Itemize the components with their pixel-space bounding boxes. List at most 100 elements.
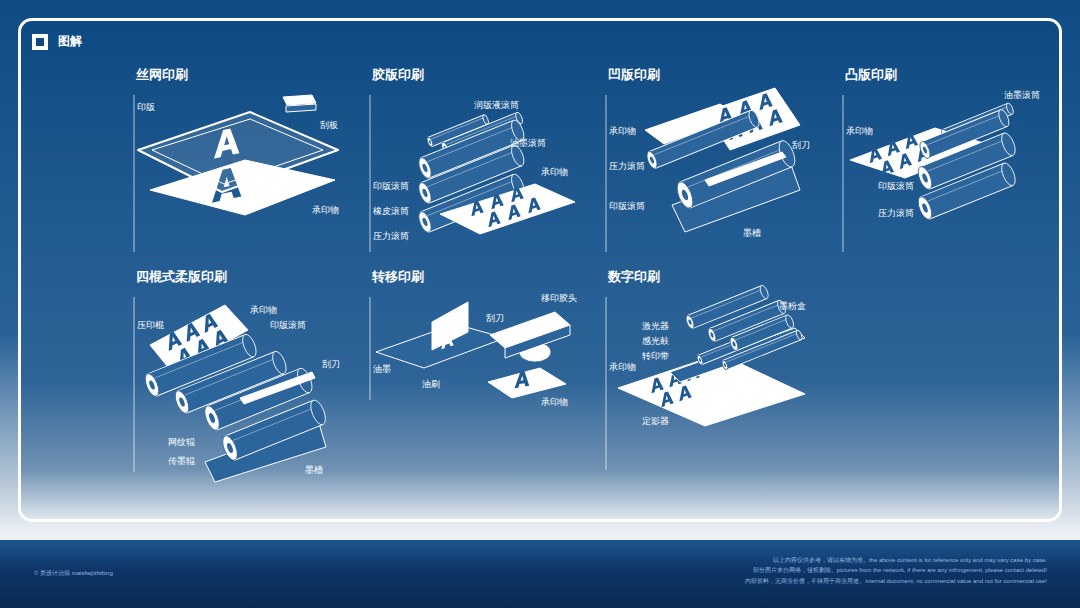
roller-back xyxy=(795,330,803,341)
letter-a-glyph xyxy=(678,384,692,401)
part-label: 压印棍 xyxy=(137,320,164,331)
roller-back xyxy=(270,350,289,376)
part-label: 印版滚筒 xyxy=(373,181,409,192)
roller-back xyxy=(759,284,770,299)
roller-back xyxy=(240,333,259,359)
letter-a-glyph xyxy=(886,139,900,157)
roller-end xyxy=(915,195,934,221)
part-label: 油墨滚筒 xyxy=(510,138,546,149)
section-heading: 数字印刷 xyxy=(608,269,660,285)
footer-note: © 美设计治病 maishejizhibing xyxy=(34,570,113,577)
roller-body xyxy=(687,286,766,329)
roller-axle xyxy=(178,397,186,408)
part-label: 刮刀 xyxy=(486,313,504,324)
part-label: 压力滚筒 xyxy=(373,231,409,242)
roller-end xyxy=(416,210,433,234)
letter-a-glyph xyxy=(201,311,218,332)
part-label: 刮板 xyxy=(320,120,338,131)
part-label: 激光器 xyxy=(642,321,669,332)
roller-back xyxy=(999,131,1018,157)
section-heading: 丝网印刷 xyxy=(136,67,188,83)
section-rules xyxy=(134,95,843,472)
letter-a-glyph xyxy=(768,108,783,127)
letter-a-glyph xyxy=(880,159,894,177)
letter-a-glyph xyxy=(183,320,200,341)
section-heading: 四棍式柔版印刷 xyxy=(136,269,227,285)
roller-back xyxy=(308,398,329,426)
part-label: 传墨辊 xyxy=(168,456,195,467)
footer-note: 以上内容仅供参考，请以实物为准。the above content is for… xyxy=(773,557,1047,564)
letter-a-glyph xyxy=(214,127,239,159)
roller-axle xyxy=(921,173,929,184)
part-label: 印版滚筒 xyxy=(609,201,645,212)
roller-back xyxy=(747,109,761,129)
part-label: 转印带 xyxy=(642,351,669,362)
screen-mesh xyxy=(152,119,323,184)
letter-a-glyph xyxy=(904,132,918,150)
section-heading: 凸版印刷 xyxy=(845,67,897,83)
roller-cylinder xyxy=(142,333,258,399)
roller-back xyxy=(997,108,1011,128)
roller-axle xyxy=(688,319,692,325)
roller-axle xyxy=(681,189,690,201)
roller-end xyxy=(202,404,223,432)
part-label: 油墨 xyxy=(373,364,391,375)
roller-axle xyxy=(422,217,429,227)
footer-band xyxy=(0,540,1080,608)
roller-axle xyxy=(732,341,736,347)
screen-frame xyxy=(138,112,338,192)
roller-axle xyxy=(226,442,234,453)
part-label: 印版 xyxy=(137,102,155,113)
roller-end xyxy=(645,150,659,170)
title-icon xyxy=(32,34,48,50)
roller-end xyxy=(706,327,717,342)
section-heading: 转移印刷 xyxy=(372,269,424,285)
section-heading: 胶版印刷 xyxy=(372,67,424,83)
part-label: 压力滚筒 xyxy=(609,161,645,172)
roller-axle xyxy=(922,146,928,154)
part-label: 油墨滚筒 xyxy=(1004,90,1040,101)
letter-a-glyph xyxy=(514,370,529,388)
title-icon-inner xyxy=(36,38,44,46)
part-label: 墨粉盒 xyxy=(779,301,806,312)
part-label: 承印物 xyxy=(250,305,277,316)
part-label: 承印物 xyxy=(846,126,873,137)
roller-axle xyxy=(208,412,216,423)
roller-axle xyxy=(148,380,156,391)
roller-end xyxy=(416,156,433,180)
roller-end xyxy=(172,389,191,415)
roller-axle xyxy=(710,332,714,338)
part-label: 承印物 xyxy=(541,397,568,408)
roller-back xyxy=(784,314,795,329)
roller-axle xyxy=(422,188,429,198)
roller-body xyxy=(680,141,792,208)
squeegee-blade xyxy=(283,95,316,105)
letter-a-glyph xyxy=(487,210,501,227)
section-rule xyxy=(370,95,371,252)
section-rule xyxy=(606,297,607,470)
roller-cylinder xyxy=(674,138,798,210)
part-label: 压力滚筒 xyxy=(878,208,914,219)
substrate-sheet xyxy=(488,368,566,398)
roller-axle xyxy=(422,163,429,173)
letter-a-glyph xyxy=(898,152,912,170)
part-label: 刮刀 xyxy=(322,359,340,370)
roller-axle xyxy=(921,203,929,214)
roller-axle xyxy=(428,140,431,144)
letter-a-glyph xyxy=(490,192,504,209)
doctor-blade xyxy=(432,302,468,350)
part-label: 移印胶头 xyxy=(541,293,577,304)
letter-a-glyph xyxy=(660,390,674,407)
letter-a-glyph xyxy=(868,146,882,164)
roller-end xyxy=(220,434,241,462)
roller-body xyxy=(148,335,254,397)
letter-a-glyph xyxy=(527,196,541,213)
letter-a-glyph xyxy=(758,92,773,111)
roller-cylinder xyxy=(684,284,769,329)
roller-body xyxy=(922,110,1008,159)
section-heading: 凹版印刷 xyxy=(608,67,660,83)
part-label: 墨槽 xyxy=(743,228,761,239)
roller-end xyxy=(416,181,433,205)
footer-note: 部分图片来自网络，侵权删除。pictures from the network,… xyxy=(753,567,1047,574)
part-label: 墨槽 xyxy=(305,465,323,476)
